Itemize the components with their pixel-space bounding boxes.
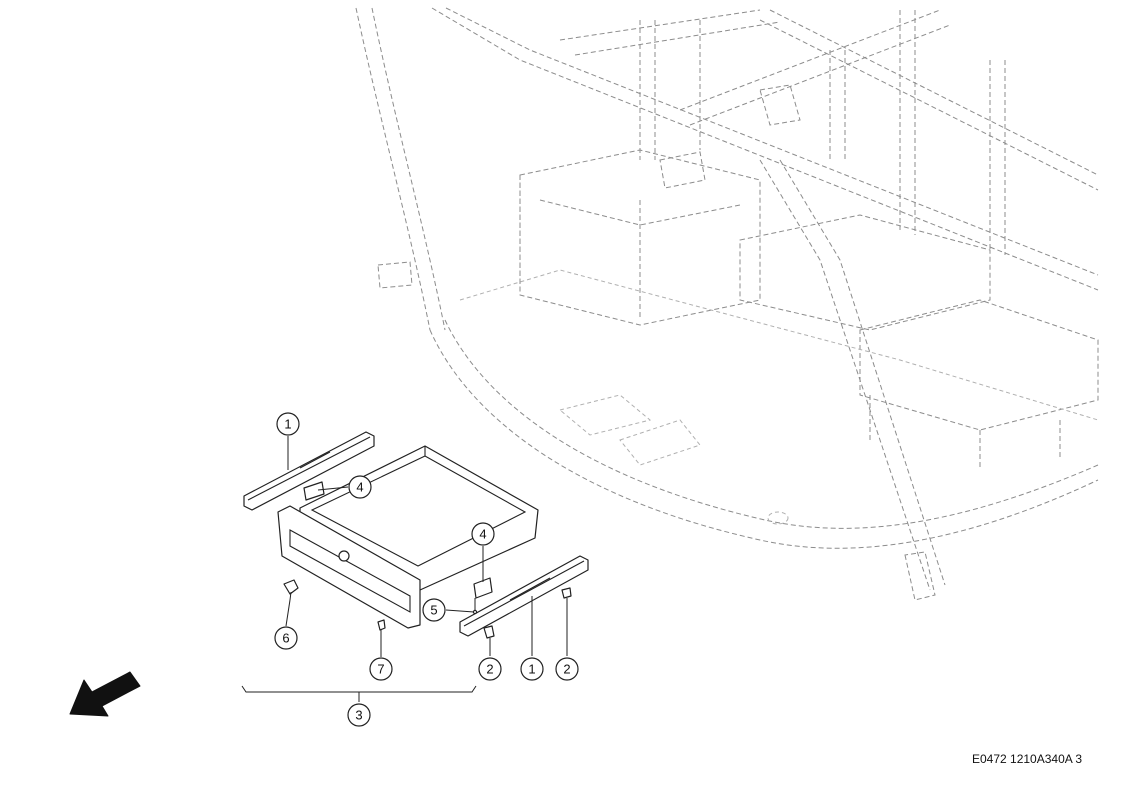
left-guide-rail bbox=[243, 431, 375, 511]
screw-5 bbox=[472, 598, 478, 615]
stop-2-rear bbox=[561, 587, 572, 599]
callout-7-pin: 7 bbox=[369, 657, 393, 681]
arrow-down-left-icon bbox=[69, 671, 141, 717]
svg-text:7: 7 bbox=[377, 662, 384, 677]
pin-7 bbox=[377, 619, 386, 631]
leader-lines bbox=[241, 436, 568, 702]
svg-text:1: 1 bbox=[528, 662, 535, 677]
svg-text:1: 1 bbox=[284, 417, 291, 432]
svg-text:3: 3 bbox=[355, 708, 362, 723]
svg-text:5: 5 bbox=[430, 603, 437, 618]
svg-text:2: 2 bbox=[563, 662, 570, 677]
background-truck-frame bbox=[355, 7, 1099, 601]
callout-2-front-stop: 2 bbox=[478, 657, 502, 681]
callout-2-rear-stop: 2 bbox=[555, 657, 579, 681]
callout-5-screw: 5 bbox=[422, 598, 446, 622]
svg-text:6: 6 bbox=[282, 631, 289, 646]
drawing-reference-code: E0472 1210A340A 3 bbox=[972, 752, 1083, 766]
callout-4-left-clip: 4 bbox=[348, 475, 372, 499]
callout-6-bolt: 6 bbox=[274, 626, 298, 650]
callout-1-left-rail: 1 bbox=[276, 412, 300, 436]
callout-1-right-rail: 1 bbox=[520, 657, 544, 681]
callout-4-right-clip: 4 bbox=[471, 522, 495, 546]
svg-text:4: 4 bbox=[479, 527, 486, 542]
stop-2-front bbox=[483, 625, 495, 639]
callout-3-drawer-assembly: 3 bbox=[347, 703, 371, 727]
bolt-6 bbox=[283, 579, 299, 601]
clip-right bbox=[473, 577, 493, 599]
svg-text:4: 4 bbox=[356, 480, 363, 495]
right-guide-rail bbox=[459, 555, 589, 637]
svg-text:2: 2 bbox=[486, 662, 493, 677]
clip-left bbox=[303, 481, 325, 501]
